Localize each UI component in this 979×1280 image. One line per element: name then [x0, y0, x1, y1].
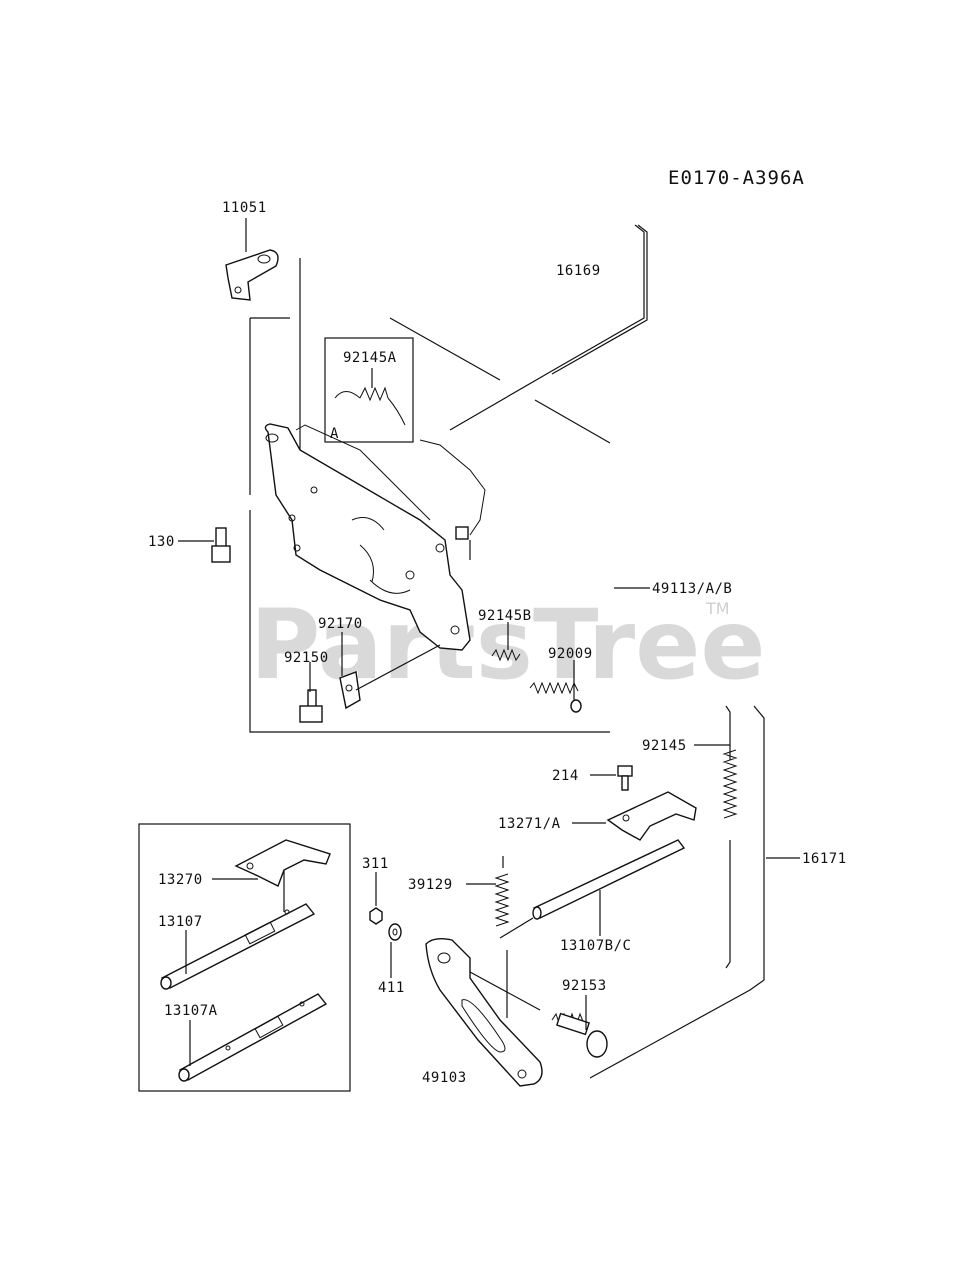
watermark-trademark: TM [705, 599, 730, 618]
part-92153-bolt[interactable] [551, 995, 608, 1058]
part-16171-rod[interactable] [589, 705, 800, 1079]
part-16169-rod[interactable] [449, 224, 648, 431]
label-92170[interactable]: 92170 [318, 616, 363, 632]
part-13107A-shaft[interactable] [178, 993, 328, 1082]
label-13270[interactable]: 13270 [158, 872, 203, 888]
label-130[interactable]: 130 [148, 534, 175, 550]
part-130-bolt[interactable] [178, 527, 231, 563]
part-214-screw[interactable] [590, 765, 633, 791]
part-39129-spring[interactable] [466, 856, 510, 927]
label-411[interactable]: 411 [378, 980, 405, 996]
label-11051[interactable]: 11051 [222, 200, 267, 216]
label-13107A[interactable]: 13107A [164, 1003, 218, 1019]
part-92145B-spring[interactable] [491, 622, 521, 662]
label-16171[interactable]: 16171 [802, 851, 847, 867]
part-92150-bolt[interactable] [299, 662, 323, 723]
part-49103-lever[interactable] [425, 937, 543, 1087]
label-92009[interactable]: 92009 [548, 646, 593, 662]
label-92145[interactable]: 92145 [642, 738, 687, 754]
part-13271-plate[interactable] [572, 791, 697, 841]
part-13107BC-shaft[interactable] [499, 839, 686, 939]
part-11051-bracket[interactable] [225, 218, 279, 301]
shaft-options-box [138, 823, 351, 1092]
part-13107-shaft[interactable] [160, 870, 316, 990]
label-13271[interactable]: 13271/A [498, 816, 561, 832]
label-92150[interactable]: 92150 [284, 650, 329, 666]
part-13270-plate[interactable] [212, 839, 331, 887]
part-92170-clip[interactable] [339, 632, 441, 710]
label-13107[interactable]: 13107 [158, 914, 203, 930]
label-214[interactable]: 214 [552, 768, 579, 784]
label-16169[interactable]: 16169 [556, 263, 601, 279]
label-39129[interactable]: 39129 [408, 877, 453, 893]
diagram-code: E0170-A396A [668, 167, 805, 189]
label-92145B[interactable]: 92145B [478, 608, 532, 624]
label-92145A[interactable]: 92145A [343, 350, 397, 366]
label-92153[interactable]: 92153 [562, 978, 607, 994]
label-49113[interactable]: 49113/A/B [652, 581, 732, 597]
inset-box-a [324, 337, 414, 443]
part-92145-spring[interactable] [694, 705, 738, 969]
label-13107BC[interactable]: 13107B/C [560, 938, 631, 954]
label-49103[interactable]: 49103 [422, 1070, 467, 1086]
label-311[interactable]: 311 [362, 856, 389, 872]
inset-label-a: A [330, 426, 339, 442]
part-49113-control-plate[interactable] [264, 423, 486, 651]
part-92009-screw[interactable] [529, 660, 582, 713]
part-411-washer[interactable] [388, 923, 402, 978]
part-311-nut[interactable] [369, 872, 383, 925]
